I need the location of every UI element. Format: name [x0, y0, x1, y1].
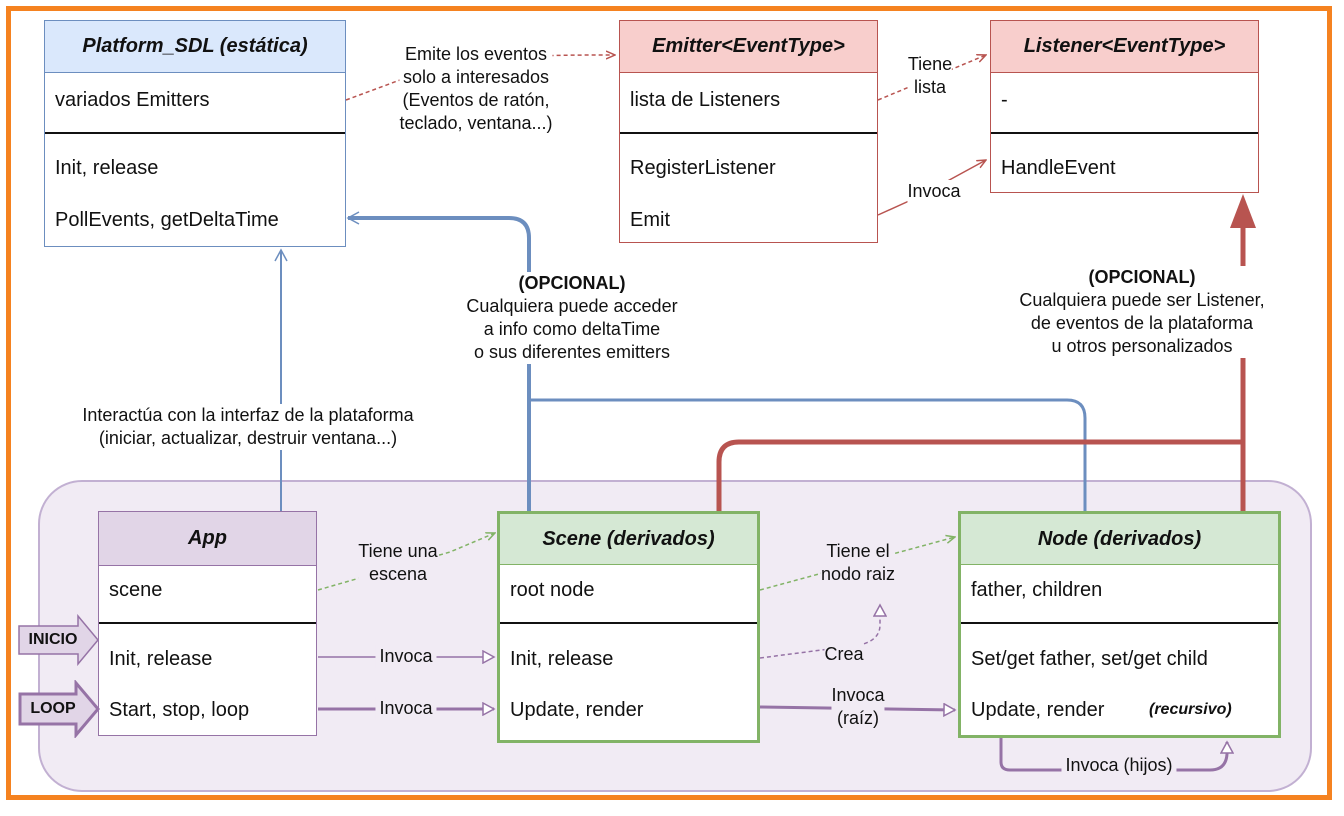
class-emitter[interactable]: Emitter<EventType> lista de Listeners Re… [619, 20, 878, 243]
label-line: Emite los eventos [404, 44, 548, 64]
interactua-label: Interactúa con la interfaz de la platafo… [82, 404, 414, 451]
class-separator [961, 622, 1278, 624]
invoca-hijos-label: Invoca (hijos) [1061, 754, 1177, 778]
class-method: Update, render [510, 699, 644, 721]
class-header: App [99, 512, 316, 566]
class-method: HandleEvent [1001, 157, 1116, 179]
class-attribute: variados Emitters [55, 89, 210, 111]
emite-label: Emite los eventos solo a interesados (Ev… [399, 43, 553, 136]
class-title: Emitter<EventType> [652, 35, 845, 57]
class-title: Node (derivados) [1037, 527, 1202, 550]
label-line: de eventos de la plataforma [1030, 313, 1254, 334]
label-line: lista [913, 77, 947, 98]
class-title: Listener<EventType> [1023, 35, 1226, 57]
class-method: PollEvents, getDeltaTime [55, 209, 279, 231]
class-separator [45, 132, 345, 134]
class-method: Init, release [55, 157, 159, 179]
inicio-arrow-shape [18, 613, 99, 667]
class-header: Scene (derivados) [500, 514, 757, 565]
class-attribute: - [1001, 89, 1008, 111]
class-method: Update, render [971, 699, 1105, 721]
class-method: Init, release [510, 648, 614, 670]
label-line: (iniciar, actualizar, destruir ventana..… [98, 428, 398, 449]
class-header: Emitter<EventType> [620, 21, 877, 73]
class-method: RegisterListener [630, 157, 776, 179]
label-line: Cualquiera puede acceder [466, 296, 678, 317]
label-line: nodo raiz [820, 564, 896, 585]
diagram-frame [6, 6, 1332, 800]
label-line: o sus diferentes emitters [473, 342, 671, 363]
crea-label: Crea [824, 643, 864, 667]
class-method: Emit [630, 209, 670, 231]
label-line: Tiene una [358, 541, 438, 561]
tiene-lista-label: Tiene lista [907, 53, 953, 100]
loop-arrow: LOOP [18, 678, 100, 740]
label-line: Tiene [907, 54, 953, 74]
loop-arrow-shape [18, 678, 100, 740]
tiene-nodo-label: Tiene el nodo raiz [820, 540, 896, 587]
inicio-arrow: INICIO [18, 613, 100, 667]
label-line: Invoca [831, 685, 885, 705]
class-scene[interactable]: Scene (derivados) root node Init, releas… [497, 511, 760, 743]
tiene-escena-label: Tiene una escena [358, 540, 438, 587]
label-line: (Eventos de ratón, [402, 90, 550, 111]
label-line: solo a interesados [402, 67, 550, 88]
class-node[interactable]: Node (derivados) father, children Set/ge… [958, 511, 1281, 738]
label-line: (raíz) [836, 708, 879, 729]
class-separator [500, 622, 757, 624]
invoca-listener-label: Invoca [907, 180, 961, 204]
class-title: Scene (derivados) [542, 527, 715, 550]
inicio-label: INICIO [28, 631, 78, 648]
label-line: Interactúa con la interfaz de la platafo… [82, 405, 414, 425]
class-separator [991, 132, 1258, 134]
label-line: Cualquiera puede ser Listener, [1019, 290, 1265, 311]
class-method: Set/get father, set/get child [971, 648, 1208, 670]
label-title: (OPCIONAL) [518, 273, 626, 293]
label-line: a info como deltaTime [483, 319, 661, 340]
label-line: escena [368, 564, 428, 585]
class-app[interactable]: App scene Init, release Start, stop, loo… [98, 511, 317, 736]
loop-label: LOOP [30, 700, 76, 717]
label-title: (OPCIONAL) [1088, 267, 1196, 287]
class-title: Platform_SDL (estática) [82, 35, 308, 57]
class-attribute: scene [109, 579, 163, 601]
class-method: Init, release [109, 648, 213, 670]
class-header: Node (derivados) [961, 514, 1278, 565]
invoca-init-label: Invoca [375, 645, 437, 669]
class-header: Platform_SDL (estática) [45, 21, 345, 73]
label-line: u otros personalizados [1051, 336, 1233, 357]
class-attribute: father, children [971, 579, 1103, 601]
class-attribute: root node [510, 579, 595, 601]
opcional-left-label: (OPCIONAL) Cualquiera puede acceder a in… [466, 272, 678, 365]
class-separator [620, 132, 877, 134]
label-line: teclado, ventana...) [399, 113, 553, 134]
class-separator [99, 622, 316, 624]
invoca-raiz-label: Invoca (raíz) [831, 684, 885, 731]
class-listener[interactable]: Listener<EventType> - HandleEvent [990, 20, 1259, 193]
class-header: Listener<EventType> [991, 21, 1258, 73]
opcional-right-label: (OPCIONAL) Cualquiera puede ser Listener… [1019, 266, 1265, 359]
class-method: Start, stop, loop [109, 699, 250, 721]
class-title: App [188, 527, 227, 549]
class-platform-sdl[interactable]: Platform_SDL (estática) variados Emitter… [44, 20, 346, 247]
invoca-loop-label: Invoca [375, 697, 437, 721]
class-attribute: lista de Listeners [630, 89, 781, 111]
recursive-note: (recursivo) [1149, 701, 1232, 718]
label-line: Tiene el [826, 541, 890, 561]
